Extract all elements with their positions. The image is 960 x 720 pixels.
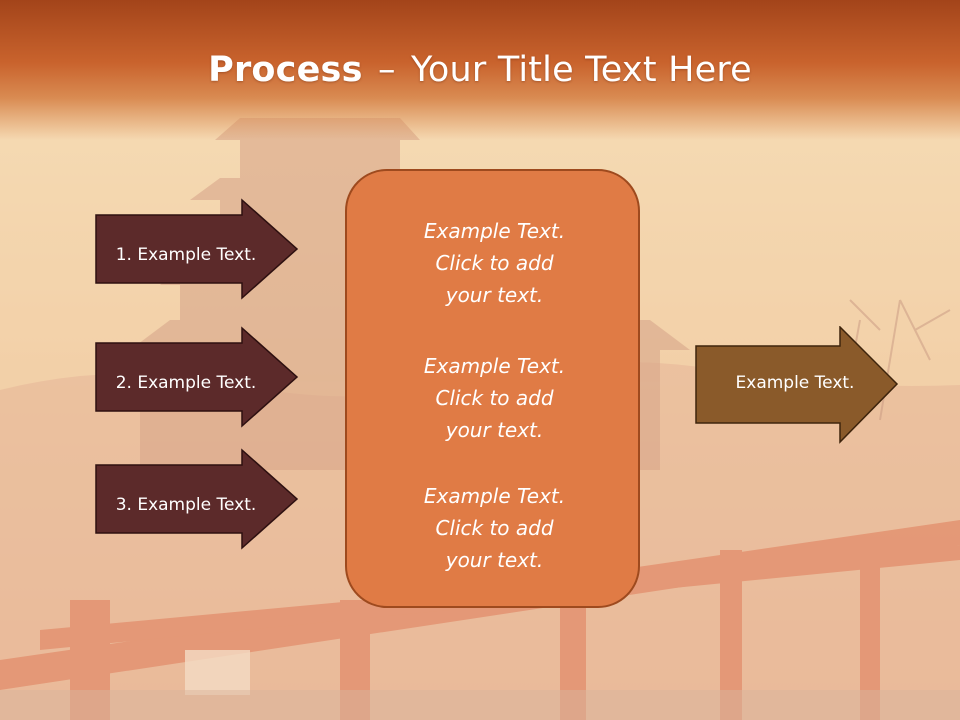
slide-title: Process – Your Title Text Here	[0, 50, 960, 90]
arrow-shape	[95, 198, 299, 300]
title-bold: Process	[208, 50, 363, 90]
center-block-1: Example Text. Click to add your text.	[347, 215, 642, 311]
step-label-1: 1. Example Text.	[115, 245, 257, 265]
title-separator: –	[377, 50, 396, 90]
step-label-2: 2. Example Text.	[115, 373, 257, 393]
center-block-1-line-1: Example Text.	[423, 219, 566, 243]
result-arrow[interactable]: Example Text.	[695, 326, 900, 444]
center-block-1-line-3: your text.	[445, 283, 544, 307]
center-block-3-line-2: Click to add	[435, 516, 554, 540]
center-block-3-line-1: Example Text.	[423, 484, 566, 508]
title-text: Your Title Text Here	[410, 50, 752, 90]
center-block-2-line-1: Example Text.	[423, 354, 566, 378]
center-text-box[interactable]: Example Text. Click to add your text. Ex…	[345, 169, 640, 608]
result-label: Example Text.	[735, 373, 855, 393]
center-block-1-line-2: Click to add	[435, 251, 554, 275]
arrow-shape	[695, 326, 899, 444]
center-block-2-line-2: Click to add	[435, 386, 554, 410]
center-block-2: Example Text. Click to add your text.	[347, 350, 642, 446]
arrow-shape	[95, 326, 299, 428]
center-block-2-line-3: your text.	[445, 418, 544, 442]
center-block-3-line-3: your text.	[445, 548, 544, 572]
title-band	[0, 0, 960, 140]
step-label-3: 3. Example Text.	[115, 495, 257, 515]
arrow-shape	[95, 448, 299, 550]
center-block-3: Example Text. Click to add your text.	[347, 480, 642, 576]
